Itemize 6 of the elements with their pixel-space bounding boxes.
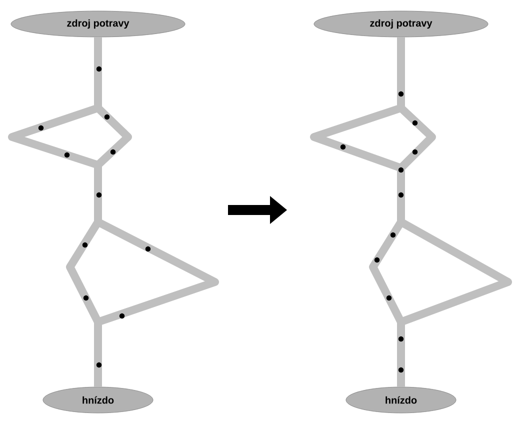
ellipse-node: zdroj potravy bbox=[314, 10, 488, 38]
ellipse-node: zdroj potravy bbox=[10, 10, 186, 38]
ellipse-node: hnízdo bbox=[346, 386, 456, 414]
trail-path bbox=[310, 37, 405, 387]
ellipse-node: hnízdo bbox=[42, 386, 154, 414]
trail-path bbox=[8, 37, 102, 387]
